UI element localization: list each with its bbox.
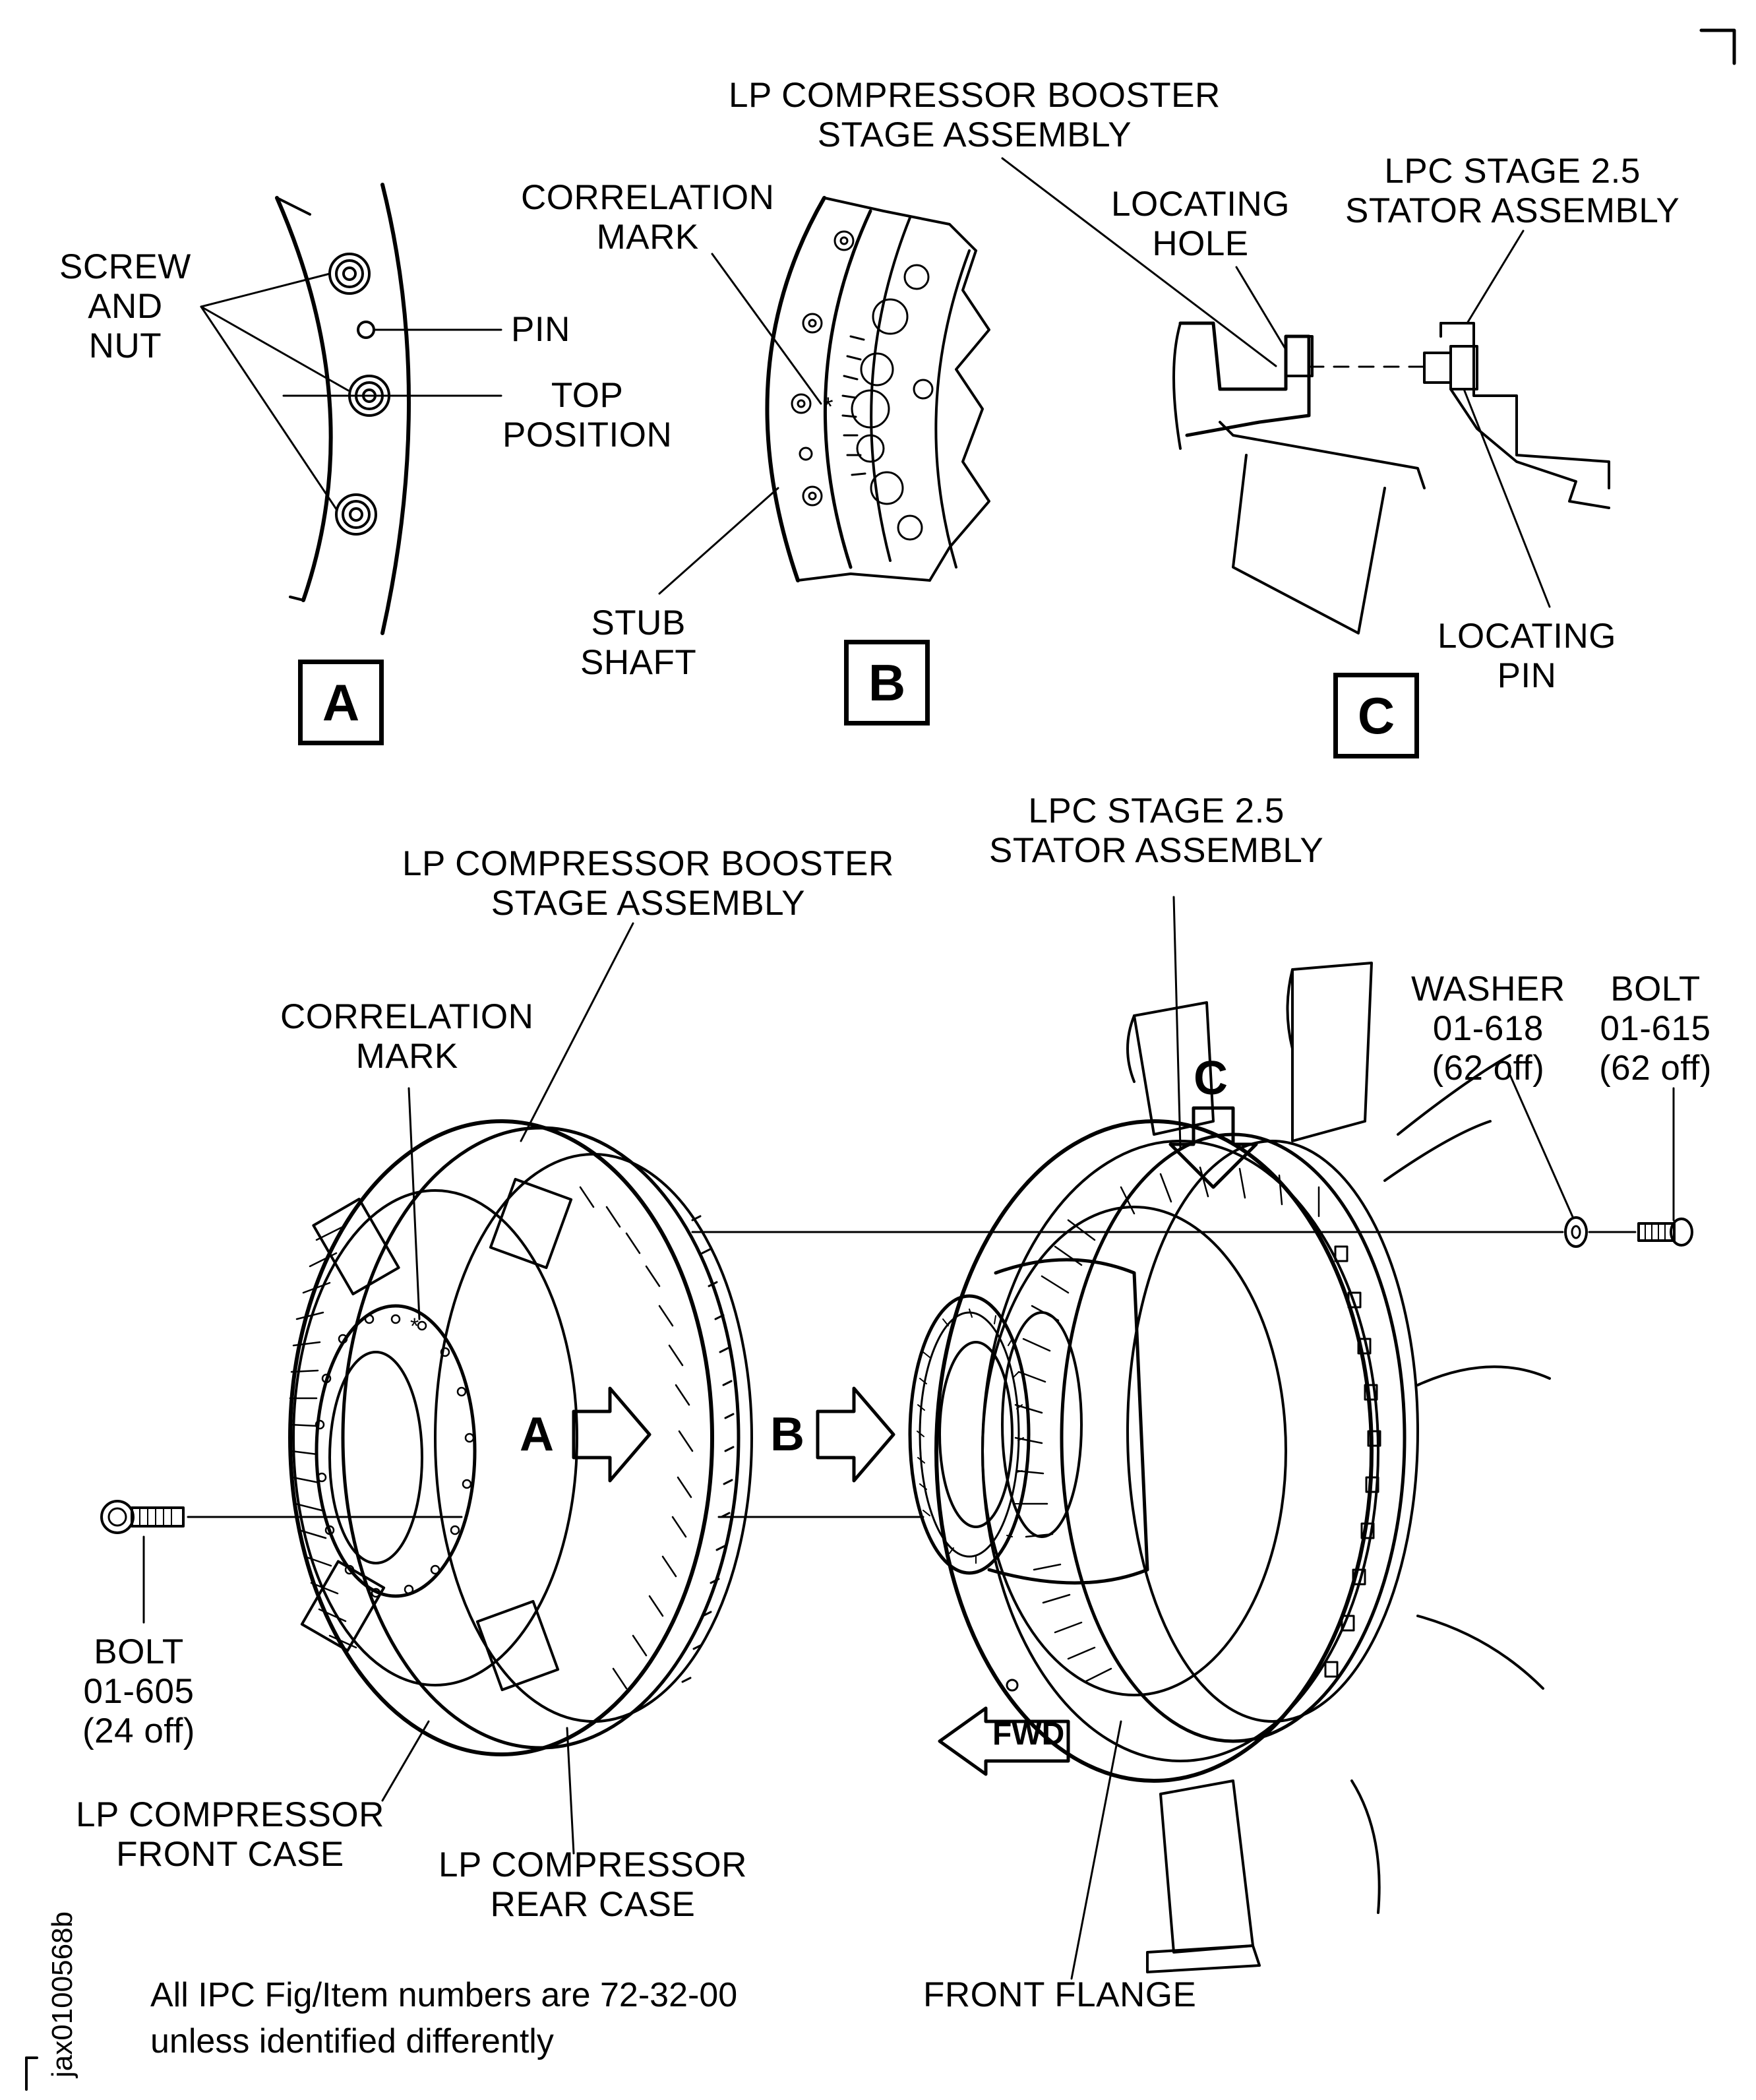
label-bolt-01-615: BOLT 01-615 (62 off): [1599, 970, 1712, 1088]
label-locating-pin: LOCATING PIN: [1438, 617, 1616, 695]
hub-spline-teeth: [917, 1309, 1024, 1564]
label-pin: PIN: [511, 310, 570, 349]
bolt-01-605: [100, 1500, 185, 1534]
booster-blades: [289, 1186, 694, 1690]
fwd-arrow-label: FWD: [992, 1717, 1065, 1752]
front-flange-bolt-holes: [1324, 1245, 1381, 1678]
front-flange-stud: [1006, 1679, 1019, 1692]
detail-box-b: B: [844, 640, 930, 726]
correlation-mark-asterisk: *: [823, 392, 833, 421]
label-bolt-01-605: BOLT 01-605 (24 off): [82, 1632, 195, 1750]
view-arrow-b: [816, 1386, 895, 1483]
label-top-position: TOP POSITION: [502, 376, 673, 454]
label-correlation-mark-detail-b: CORRELATION MARK: [521, 178, 775, 257]
ring-struts: [300, 1177, 573, 1692]
label-booster-stage-main: LP COMPRESSOR BOOSTER STAGE ASSEMBLY: [402, 844, 894, 923]
assembly-guide-lines: [187, 1231, 1637, 1518]
fan-outlet-vanes: [1126, 962, 1551, 1973]
label-stator-detail-c: LPC STAGE 2.5 STATOR ASSEMBLY: [1345, 152, 1680, 230]
view-arrow-a: [572, 1386, 651, 1483]
label-stub-shaft: STUB SHAFT: [580, 603, 697, 682]
view-arrow-b-letter: B: [770, 1408, 804, 1461]
label-front-flange: FRONT FLANGE: [923, 1975, 1197, 2014]
label-booster-stage-detail-c: LP COMPRESSOR BOOSTER STAGE ASSEMBLY: [729, 76, 1221, 154]
screw-and-nut-bottom: [335, 493, 377, 536]
locating-pin-part: [1423, 322, 1610, 509]
view-arrow-c-letter: C: [1194, 1052, 1228, 1105]
booster-bore-holes: [851, 264, 934, 541]
figure-id: jax0100568b: [46, 1911, 78, 2078]
label-stator-main: LPC STAGE 2.5 STATOR ASSEMBLY: [989, 791, 1324, 870]
fwd-arrow: [938, 1706, 1070, 1776]
bolt-01-615: [1637, 1218, 1693, 1247]
correlation-mark-asterisk-main: *: [410, 1314, 419, 1339]
screw-and-nut-top: [328, 253, 371, 295]
washer-01-618: [1564, 1216, 1588, 1248]
corner-mark-top-right: [1699, 28, 1736, 65]
detail-a-drawing: [200, 183, 502, 635]
stator-and-front-flange: [908, 962, 1551, 1973]
detail-box-a: A: [298, 660, 384, 745]
pin-hole: [357, 321, 375, 339]
label-lp-compressor-rear-case: LP COMPRESSOR REAR CASE: [439, 1845, 747, 1924]
ipc-note: All IPC Fig/Item numbers are 72-32-00 un…: [150, 1976, 738, 2060]
detail-c-drawing: [1001, 157, 1610, 634]
view-arrow-a-letter: A: [520, 1408, 554, 1461]
view-arrow-c: [1168, 1106, 1258, 1189]
label-lp-compressor-front-case: LP COMPRESSOR FRONT CASE: [76, 1795, 384, 1874]
label-correlation-mark-main: CORRELATION MARK: [280, 997, 534, 1076]
stub-shaft-holes: [791, 230, 855, 507]
lp-compressor-booster-ring: *: [288, 1119, 753, 1756]
label-screw-and-nut: SCREW AND NUT: [59, 247, 191, 365]
detail-b-drawing: *: [658, 196, 990, 595]
label-washer-01-618: WASHER 01-618 (62 off): [1411, 970, 1565, 1088]
corner-mark-bottom-left: [25, 2056, 38, 2091]
booster-slots: [841, 335, 866, 476]
outer-flange-teeth: [681, 1215, 735, 1683]
detail-box-c: C: [1333, 673, 1419, 758]
main-leader-lines: [142, 896, 1675, 1980]
label-locating-hole: LOCATING HOLE: [1111, 185, 1290, 263]
